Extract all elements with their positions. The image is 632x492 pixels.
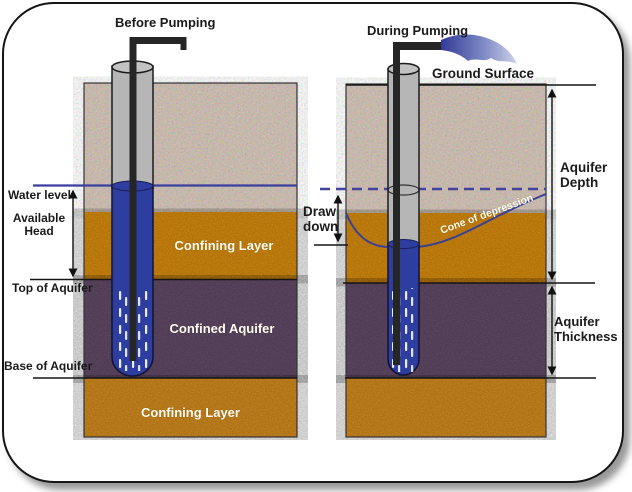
right-well-casing [387,68,420,247]
right-well [387,34,517,376]
top-of-aquifer-label: Top of Aquifer [12,281,93,295]
left-well [111,37,187,377]
base-of-aquifer-label: Base of Aquifer [4,359,93,373]
aquifer-thickness-label: Aquifer Thickness [554,314,618,344]
right-well-drop-pipe [393,42,400,365]
left-well-drop-pipe [129,37,137,361]
left-box-border [83,82,298,438]
during-pumping-title: During Pumping [367,23,469,38]
cone-of-depression-curve [345,193,547,248]
confined-aquifer-label: Confined Aquifer [169,321,275,336]
pumped-water-spray [441,34,517,64]
confining-layer-lower-label: Confining Layer [141,405,240,420]
right-diagram [345,83,547,438]
ground-surface-label: Ground Surface [432,66,535,81]
confining-layer-upper-label: Confining Layer [174,238,274,253]
aquifer-depth-label: Aquifer Depth [560,160,608,191]
right-well-spout-arm [393,42,444,50]
right-well-casing-top [387,62,420,76]
left-well-spout-tip [180,37,187,50]
water-level-label: Water level [8,188,71,202]
right-well-waterline-ellipse [387,239,420,249]
before-pumping-title: Before Pumping [115,15,216,30]
drawdown-label: Draw down [303,204,339,235]
available-head-label: Available Head [12,211,66,239]
right-box-border [345,83,547,438]
dimension-arrows [68,88,557,376]
right-well-old-waterline-ring [387,184,420,196]
left-well-spout-arm [129,37,187,44]
